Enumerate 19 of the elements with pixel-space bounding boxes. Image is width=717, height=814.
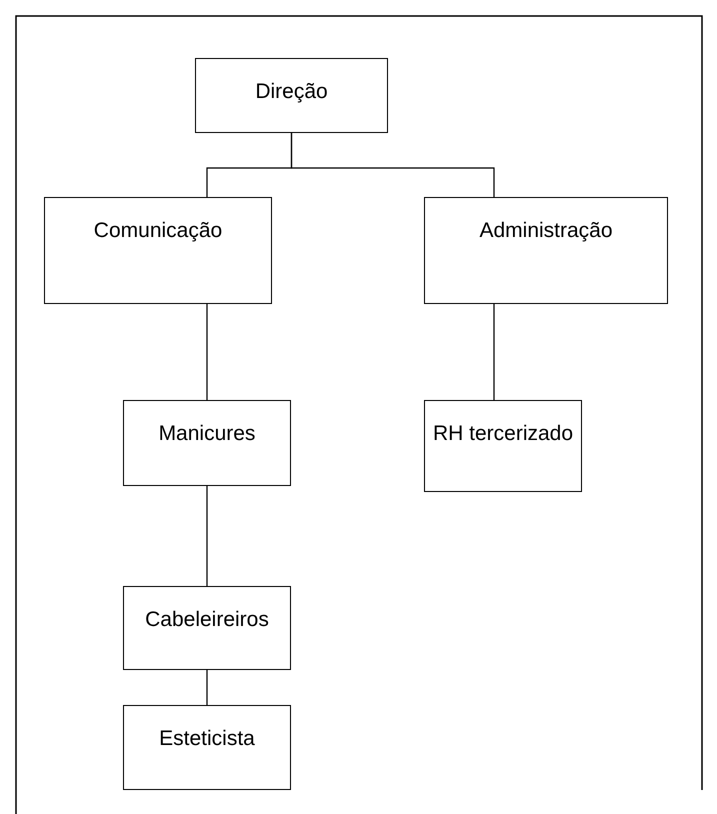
org-box [123, 586, 291, 670]
connector-line [493, 304, 495, 400]
connector-line [206, 670, 208, 705]
box-label: Comunicação [94, 218, 222, 244]
org-box [44, 197, 272, 304]
box-label: Direção [255, 79, 328, 105]
connector-line [206, 304, 208, 400]
connector-line [290, 133, 495, 197]
box-label: Manicures [158, 421, 256, 447]
org-box [123, 705, 291, 790]
box-label: Cabeleireiros [145, 607, 269, 633]
box-label: RH tercerizado [432, 421, 574, 447]
org-box [123, 400, 291, 486]
org-box [424, 197, 668, 304]
box-label: Administração [479, 218, 613, 244]
org-box [424, 400, 582, 492]
org-box [195, 58, 388, 133]
box-label: Esteticista [159, 726, 255, 752]
connector-line [206, 486, 208, 586]
